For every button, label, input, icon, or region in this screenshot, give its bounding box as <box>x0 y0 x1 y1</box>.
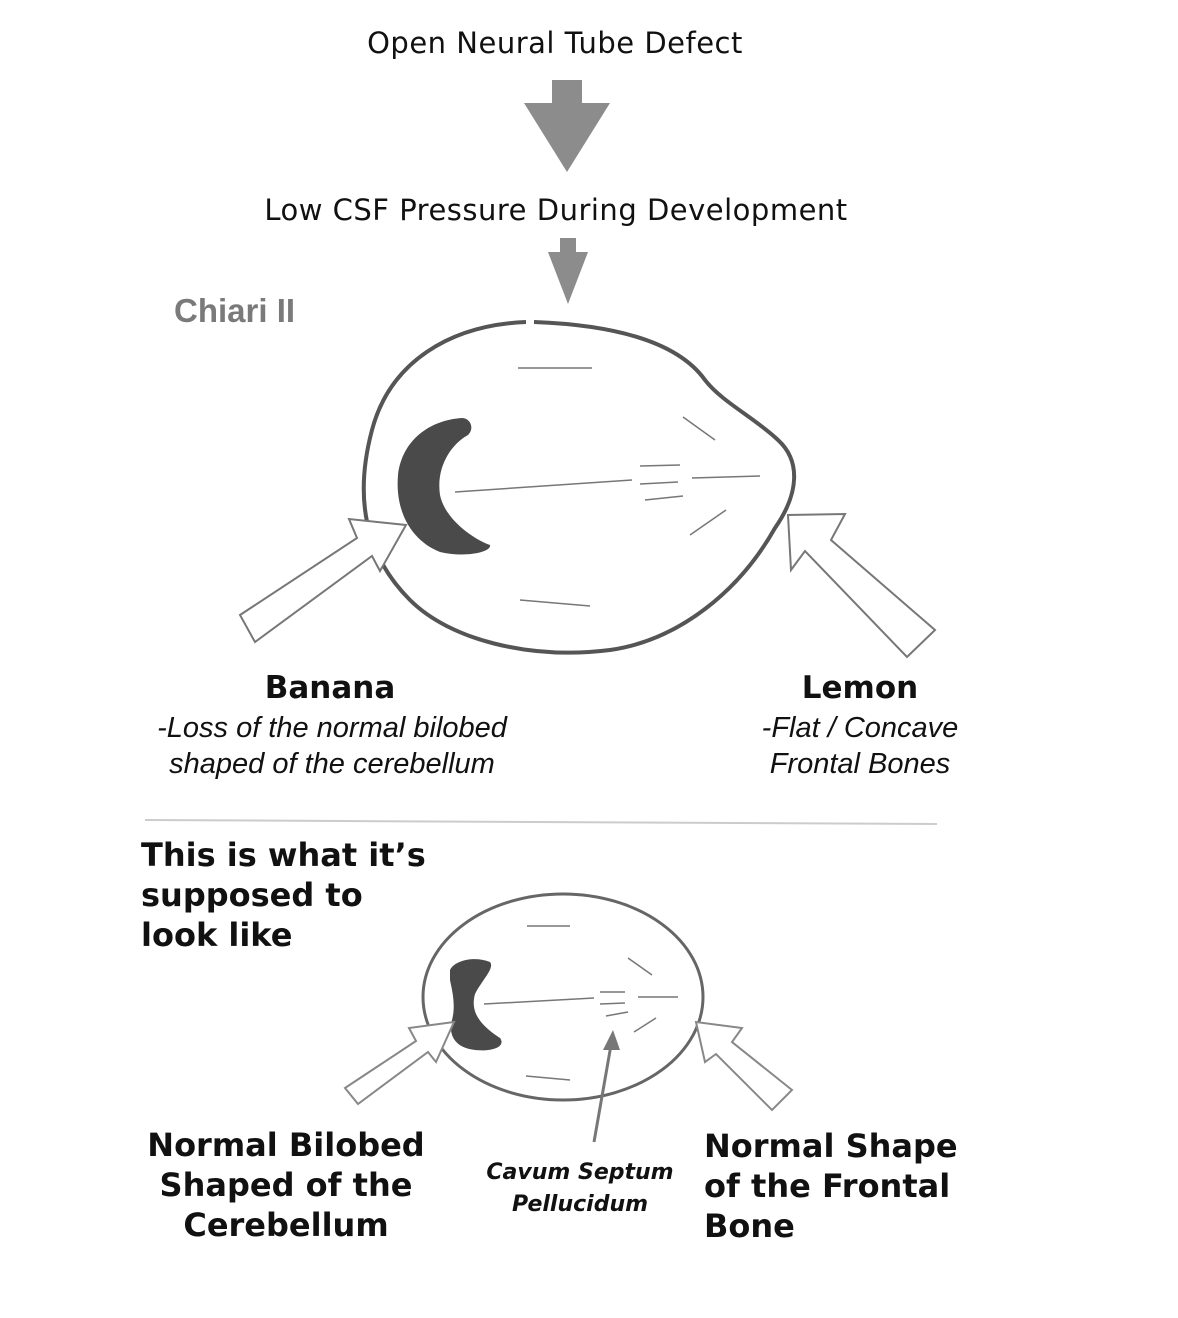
frontal-bone-label-line1: Normal Shape <box>704 1127 958 1165</box>
chiari-interior-lines <box>454 367 761 607</box>
step-low-csf-pressure: Low CSF Pressure During Development <box>264 193 848 227</box>
lemon-skull-outline <box>361 320 797 655</box>
normal-heading-line2: supposed to <box>141 876 363 914</box>
lemon-description-line1: -Flat / Concave <box>761 712 959 744</box>
banana-description-line2: shaped of the cerebellum <box>169 748 495 780</box>
lemon-description-line2: Frontal Bones <box>769 748 951 780</box>
normal-cerebellum <box>450 959 502 1051</box>
chiari-ii-label: Chiari II <box>174 292 296 329</box>
normal-cerebellum-label-line3: Cerebellum <box>183 1206 389 1244</box>
banana-title: Banana <box>264 670 396 706</box>
flow-arrow-1 <box>524 80 610 172</box>
lemon-title: Lemon <box>801 670 919 706</box>
normal-interior-lines <box>483 925 678 1081</box>
banana-cerebellum <box>397 418 491 555</box>
normal-skull-outline <box>421 892 705 1102</box>
frontal-bone-label-line3: Bone <box>704 1207 795 1245</box>
flow-arrow-2 <box>548 238 588 304</box>
normal-cerebellum-label-line2: Shaped of the <box>159 1166 413 1204</box>
csp-label-line2: Pellucidum <box>511 1192 649 1217</box>
frontal-pointer-arrow <box>694 1020 794 1112</box>
section-divider <box>144 819 938 825</box>
normal-heading-line1: This is what it’s <box>141 836 426 874</box>
banana-pointer-arrow <box>238 517 408 644</box>
frontal-bone-label-line2: of the Frontal <box>704 1167 951 1205</box>
csp-label-line1: Cavum Septum <box>486 1160 674 1185</box>
step-open-neural-tube-defect: Open Neural Tube Defect <box>367 26 743 60</box>
lemon-pointer-arrow <box>786 512 937 659</box>
csp-pointer-line <box>592 1044 613 1143</box>
cerebellum-pointer-arrow <box>343 1020 456 1106</box>
normal-heading-line3: look like <box>141 916 293 954</box>
csp-pointer-head <box>603 1030 620 1050</box>
banana-description-line1: -Loss of the normal bilobed <box>157 712 507 744</box>
normal-cerebellum-label-line1: Normal Bilobed <box>147 1126 425 1164</box>
